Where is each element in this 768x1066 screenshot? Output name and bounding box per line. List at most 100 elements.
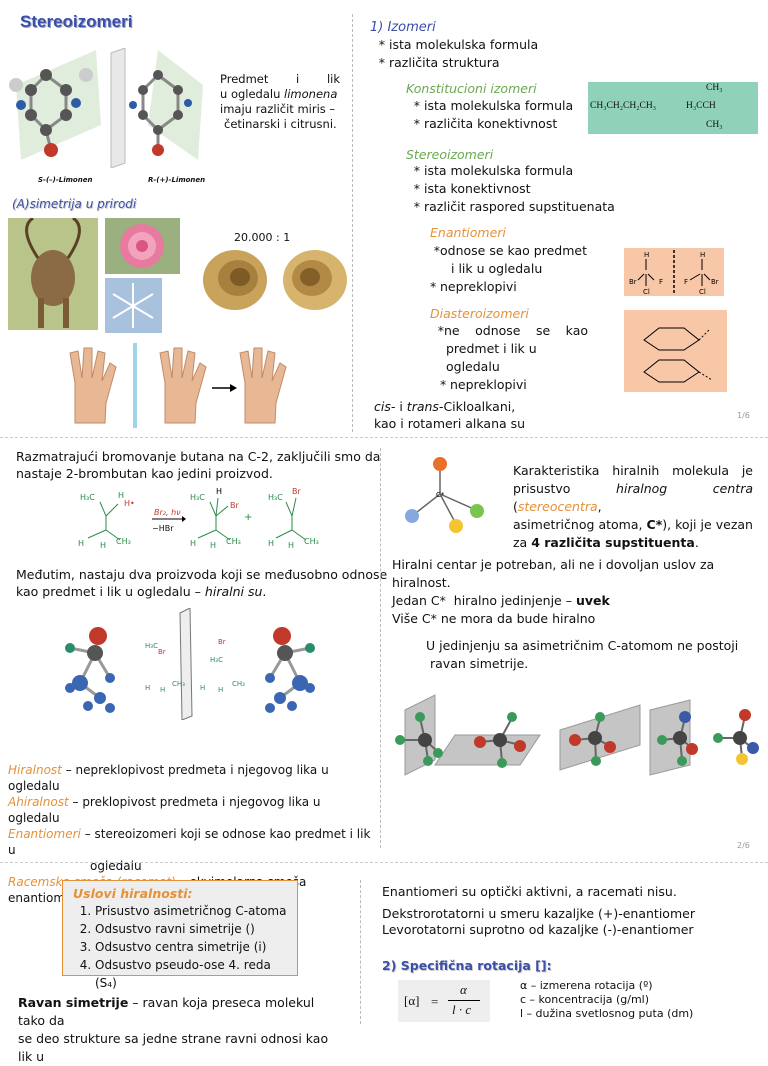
dia-heading: Diasteroizomeri — [430, 306, 529, 321]
svg-text:CH₃: CH₃ — [226, 537, 241, 546]
svg-text:CH₃: CH₃ — [232, 680, 245, 688]
dia-1a: ne odnose se kao — [444, 323, 588, 338]
isobutane-bot: CH₃ — [706, 120, 723, 130]
snail-shell-left — [200, 245, 270, 315]
gloss-row: Enantiomeri – stereoizomeri koji se odno… — [8, 826, 373, 858]
svg-text:H₃C: H₃C — [145, 642, 158, 650]
kudu-image — [8, 216, 98, 330]
svg-text:Br: Br — [629, 278, 637, 286]
def-3: l – dužina svetlosnog puta (dm) — [520, 1007, 694, 1020]
limonen-s-image — [6, 45, 106, 165]
dia-molecules — [624, 310, 727, 392]
opt-1: Enantiomeri su optički aktivni, a racema… — [382, 884, 677, 899]
izomeri-1: ista molekulska formula — [389, 37, 539, 52]
karakt-10: za — [513, 535, 528, 550]
bullet: * — [413, 98, 420, 113]
limonen-text: Predmet i lik u ogledalu limonena imaju … — [220, 72, 340, 132]
gloss-row: Hiralnost – nepreklopivost predmeta i nj… — [8, 762, 373, 794]
svg-text:H: H — [288, 541, 294, 550]
ravan-term: Ravan simetrije — [18, 995, 129, 1010]
bullet: * — [413, 163, 420, 178]
svg-text:H₃C: H₃C — [190, 493, 205, 502]
def-1: α – izmerena rotacija (º) — [520, 979, 653, 992]
enant-1a: odnose se kao predmet — [440, 243, 587, 258]
ravan-simetrije: Ravan simetrije – ravan koja preseca mol… — [18, 994, 338, 1066]
asym-heading: (A)simetrija u prirodi — [12, 197, 137, 211]
svg-text:F: F — [684, 278, 688, 286]
svg-text:H: H — [100, 541, 106, 550]
flower-image — [105, 218, 180, 274]
gloss-def: – preklopivost predmeta i njegovog lika … — [8, 795, 321, 825]
bullet: * — [378, 55, 385, 70]
symmetry-planes-models — [390, 690, 768, 780]
dia-2: nepreklopivi — [450, 377, 527, 392]
opt-3: Levorotatorni suprotno od kazaljke (-)-e… — [382, 922, 694, 937]
intro-2: nastaje 2-brombutan kao jedini proizvod. — [16, 466, 273, 481]
gloss-term: Ahiralnost — [8, 795, 69, 809]
konst-heading: Konstitucioni izomeri — [406, 81, 537, 96]
uslovi-item: Prisustvo asimetričnog C-atoma — [95, 902, 287, 920]
hands-image — [60, 343, 310, 428]
svg-text:Cl: Cl — [699, 288, 706, 296]
cis-word: cis- — [374, 399, 396, 414]
chiral-center-model: C* — [398, 450, 488, 535]
karakt-line-1: Karakteristika hiralnih molekula je — [513, 463, 753, 478]
page-number-1: 1/6 — [737, 411, 750, 420]
formula-definitions: α – izmerena rotacija (º) c – koncentrac… — [520, 979, 693, 1021]
opticka-aktivnost: Enantiomeri su optički aktivni, a racema… — [382, 882, 695, 938]
snowflake-image — [105, 278, 162, 333]
gloss-term: Enantiomeri — [8, 827, 81, 841]
snail-shell-right — [280, 245, 350, 315]
svg-text:H: H — [190, 539, 196, 548]
konst-1: ista molekulska formula — [424, 98, 574, 113]
stereo-3: različit raspored supstituenata — [424, 199, 615, 214]
bullet: * — [430, 279, 437, 294]
svg-text:CH₃: CH₃ — [304, 537, 319, 546]
enant-molecules: H Br F Cl H F Br Cl — [624, 248, 724, 296]
svg-text:H: H — [145, 684, 150, 692]
opt-2: Dekstrorotatorni u smeru kazaljke (+)-en… — [382, 906, 695, 921]
isobutane-top: CH₃ — [706, 83, 723, 93]
svg-text:H: H — [210, 541, 216, 550]
enant-heading: Enantiomeri — [430, 225, 506, 240]
sym-2: ravan simetrije. — [430, 656, 529, 671]
uslovi-box: Uslovi hiralnosti: Prisustvo asimetrično… — [62, 880, 298, 990]
formula-num: α — [460, 982, 467, 997]
medjutim-2: kao predmet i lik u ogledalu – — [16, 584, 201, 599]
gloss-def: – nepreklopivost predmeta i njegovog lik… — [8, 763, 329, 793]
karakt-3: hiralnog centra — [616, 481, 753, 496]
svg-text:H: H — [700, 251, 705, 259]
uslovi-heading: Uslovi hiralnosti: — [73, 886, 193, 901]
i-word: i — [395, 399, 407, 414]
reagent-top: Br₂, hν — [154, 508, 181, 517]
mirror — [109, 47, 127, 169]
uslovi-item: Odsustvo centra simetrije (i) — [95, 938, 287, 956]
spec-heading: 2) Specifična rotacija []: — [382, 958, 552, 973]
svg-text:Br: Br — [158, 648, 166, 656]
svg-text:H: H — [216, 487, 222, 496]
enant-1b: i lik u ogledalu — [451, 261, 543, 276]
svg-text:H₃C: H₃C — [268, 493, 283, 502]
karakt-9: ), koji je vezan — [662, 517, 753, 532]
stereo-2: ista konektivnost — [424, 181, 531, 196]
hc-3: Više C* ne mora da bude hiralno — [392, 611, 596, 626]
medjutim: Međutim, nastaju dva proizvoda koji se m… — [16, 567, 388, 599]
hc-2a: Jedan C* hiralno jedinjenje – — [392, 593, 576, 608]
ciklo-word: Cikloalkani, — [443, 399, 516, 414]
reagent-bottom: −HBr — [152, 524, 174, 533]
konst-molecules: CH₃CH₂CH₂CH₃ CH₃ H₃CCH CH₃ — [588, 82, 758, 134]
dia-1b: predmet i lik u ogledalu — [446, 341, 537, 374]
cis-trans: cis- i trans-Cikloalkani, kao i rotameri… — [374, 398, 525, 432]
svg-text:CH₃: CH₃ — [172, 680, 185, 688]
svg-text:H: H — [644, 251, 649, 259]
rotameri: kao i rotameri alkana su — [374, 416, 526, 431]
uslovi-item: Odsustvo ravni simetrije () — [95, 920, 287, 938]
limonen-text-4: imaju različit miris – — [220, 102, 336, 116]
svg-text:H₃C: H₃C — [80, 493, 95, 502]
limonen-r-label: R-(+)-Limonen — [148, 176, 206, 184]
izomeri-heading: 1) Izomeri — [370, 20, 436, 35]
svg-text:Br: Br — [711, 278, 719, 286]
karakt-11: 4 različita supstituenta — [531, 535, 695, 550]
